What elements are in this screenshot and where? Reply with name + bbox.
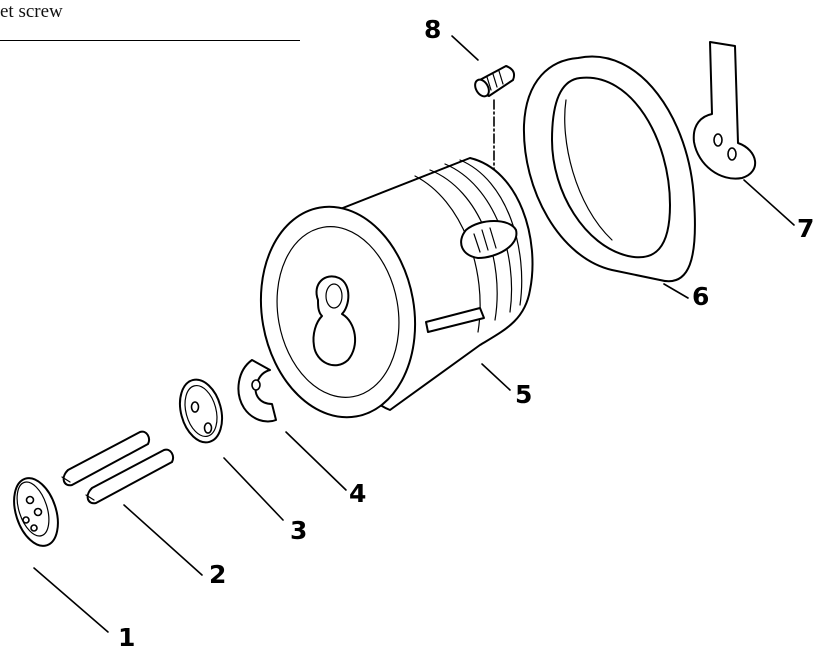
set-screw-part [474, 65, 516, 98]
callout-4: 4 [349, 479, 366, 508]
callout-3: 3 [290, 516, 307, 545]
washer-part [178, 378, 224, 444]
leader-line-1 [33, 567, 109, 633]
callout-5: 5 [515, 380, 532, 409]
c-clip-part [237, 359, 277, 423]
header-caption: et screw [0, 1, 63, 22]
leader-line-8 [451, 35, 479, 61]
callout-1: 1 [118, 623, 135, 650]
header-caption-rule: et screw [0, 0, 300, 41]
plug-cap-part [13, 477, 59, 547]
leader-line-4 [285, 431, 347, 491]
leader-line-5 [481, 363, 511, 391]
ring-part [522, 55, 696, 283]
leader-line-2 [123, 504, 203, 576]
cylinder-housing-part [259, 157, 534, 419]
leader-line-6 [663, 283, 689, 299]
leader-line-7 [743, 179, 795, 226]
leader-line-3 [223, 457, 284, 521]
tailpiece-part [692, 41, 757, 180]
callout-2: 2 [209, 560, 226, 589]
callout-6: 6 [692, 282, 709, 311]
callout-7: 7 [797, 214, 814, 243]
pins-part [61, 430, 174, 505]
callout-8: 8 [424, 15, 441, 44]
